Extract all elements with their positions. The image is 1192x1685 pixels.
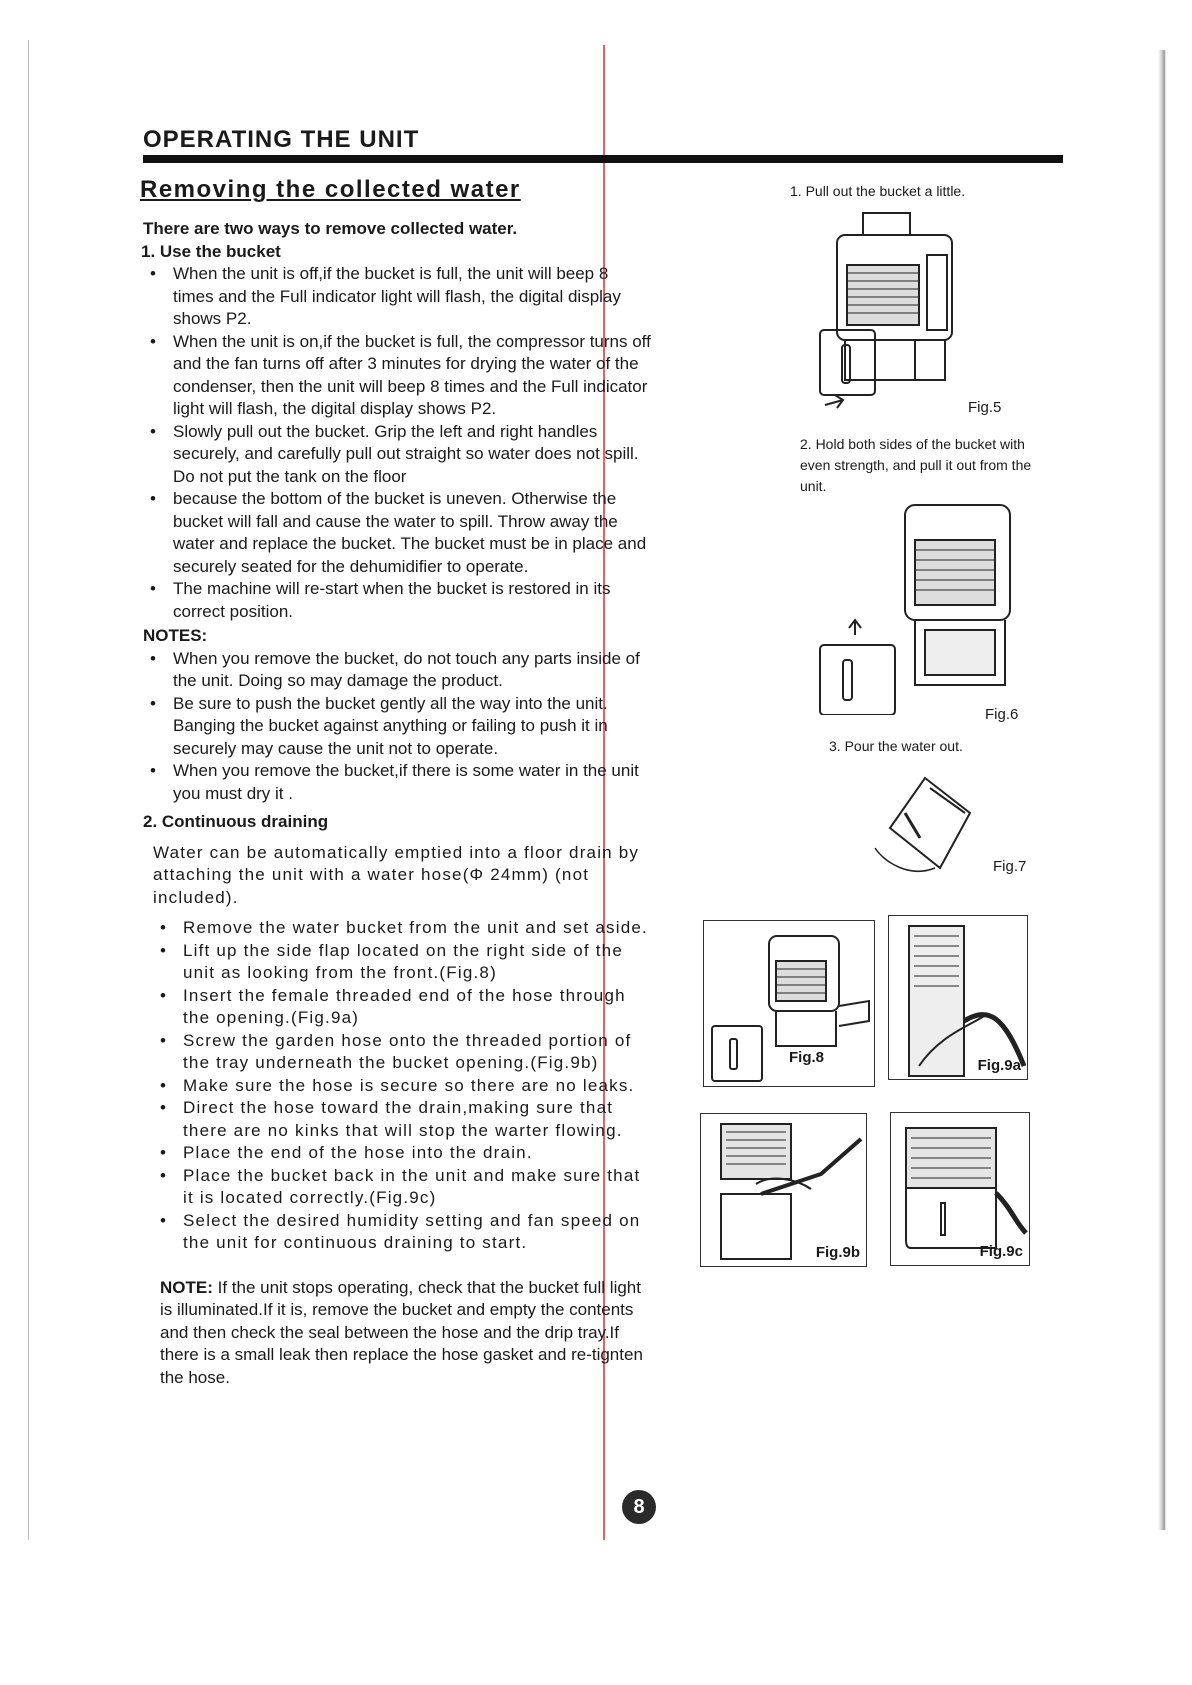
section-title: Removing the collected water [140,176,521,203]
fig9a-hose-insert-illustration [908,925,1027,1077]
list-item: When the unit is on,if the bucket is ful… [143,331,653,421]
list-item: Remove the water bucket from the unit an… [153,917,653,940]
fig8-side-flap-illustration [711,935,870,1082]
list-item: When you remove the bucket, do not touch… [143,648,653,693]
fig5-label: Fig.5 [968,399,1002,416]
list-item: because the bottom of the bucket is unev… [143,488,653,578]
fig6-label: Fig.6 [985,706,1019,723]
fig9b-box: Fig.9b [700,1113,867,1267]
fig8-label: Fig.8 [788,1049,824,1066]
fig8-box: Fig.8 [703,920,875,1087]
list-item: Insert the female threaded end of the ho… [153,985,653,1030]
step1-caption: 1. Pull out the bucket a little. [790,183,966,199]
note-label: NOTE: [160,1277,213,1297]
page-edge-shadow [1158,50,1166,1530]
fig9a-label: Fig.9a [977,1057,1021,1074]
section1-heading: 1. Use the bucket [141,241,281,261]
list-item: When the unit is off,if the bucket is fu… [143,263,653,331]
left-margin-rule [28,40,29,1540]
fig7-label: Fig.7 [993,858,1027,875]
list-item: Place the end of the hose into the drain… [153,1142,653,1165]
fig9b-hose-screw-illustration [720,1123,863,1260]
list-item: Make sure the hose is secure so there ar… [153,1075,653,1098]
step2-caption: 2. Hold both sides of the bucket with ev… [800,436,1032,494]
note-paragraph: NOTE: If the unit stops operating, check… [143,1277,653,1390]
fig9c-box: Fig.9c [890,1112,1030,1266]
list-item: Place the bucket back in the unit and ma… [153,1165,653,1210]
fig7-pour-water-illustration [874,776,972,872]
note-text: If the unit stops operating, check that … [160,1277,643,1387]
list-item: When you remove the bucket,if there is s… [143,760,653,805]
title-rule [143,155,1063,163]
bucket-bullet-list: When the unit is off,if the bucket is fu… [143,263,653,623]
list-item: Screw the garden hose onto the threaded … [153,1030,653,1075]
intro-text: There are two ways to remove collected w… [143,219,518,238]
fig9c-label: Fig.9c [979,1243,1023,1260]
notes-bullet-list: When you remove the bucket, do not touch… [143,648,653,806]
list-item: Be sure to push the bucket gently all th… [143,693,653,761]
page-title: OPERATING THE UNIT [143,126,420,153]
step3-caption: 3. Pour the water out. [829,738,963,754]
list-item: Slowly pull out the bucket. Grip the lef… [143,421,653,489]
fig9a-box: Fig.9a [888,915,1028,1080]
list-item: Select the desired humidity setting and … [153,1210,653,1255]
list-item: The machine will re-start when the bucke… [143,578,653,623]
draining-bullet-list: Remove the water bucket from the unit an… [153,917,653,1255]
list-item: Lift up the side flap located on the rig… [153,940,653,985]
fig9c-bucket-reinserted-illustration [905,1127,1028,1249]
page-number-badge: 8 [622,1490,656,1524]
draining-intro: Water can be automatically emptied into … [153,842,640,907]
fig9b-label: Fig.9b [815,1244,860,1261]
notes-heading: NOTES: [143,626,208,645]
fig6-dehumidifier-illustration [819,504,1011,715]
fig5-dehumidifier-illustration [819,212,953,409]
list-item: Direct the hose toward the drain,making … [153,1097,653,1142]
main-text-column: There are two ways to remove collected w… [141,218,653,1390]
section2-heading: 2. Continuous draining [143,812,329,831]
